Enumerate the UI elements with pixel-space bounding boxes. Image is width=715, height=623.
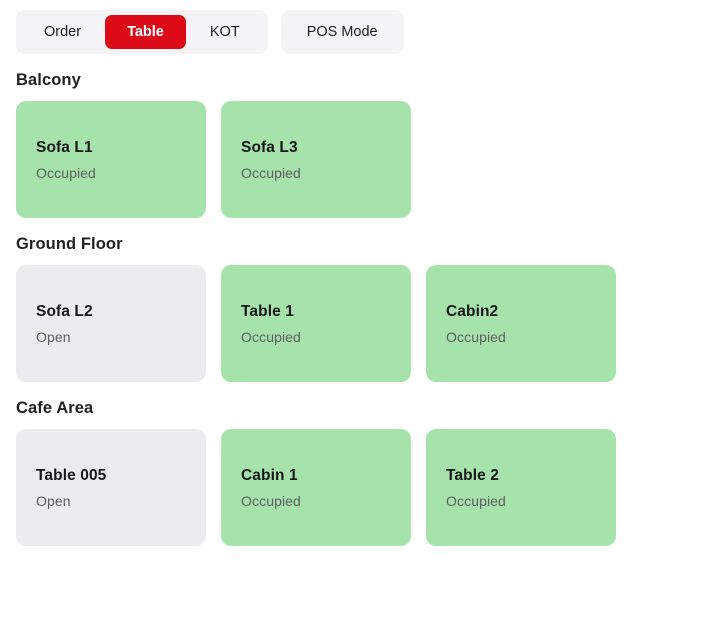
table-card-status: Occupied xyxy=(446,328,506,345)
section-title: Ground Floor xyxy=(16,235,123,253)
table-card-status: Open xyxy=(36,328,71,345)
table-card-status: Occupied xyxy=(446,492,506,509)
section-title: Cafe Area xyxy=(16,399,94,417)
tab-table[interactable]: Table xyxy=(105,15,186,49)
card-row: Table 005 Open Cabin 1 Occupied Table 2 … xyxy=(16,429,715,546)
table-card[interactable]: Table 2 Occupied xyxy=(426,429,616,546)
section-cafe-area: Cafe Area Table 005 Open Cabin 1 Occupie… xyxy=(16,399,715,546)
table-card-name: Table 005 xyxy=(36,466,107,484)
table-card-status: Open xyxy=(36,492,71,509)
table-card-status: Occupied xyxy=(241,164,301,181)
card-row: Sofa L1 Occupied Sofa L3 Occupied xyxy=(16,101,715,218)
table-card-name: Sofa L1 xyxy=(36,138,93,156)
card-row: Sofa L2 Open Table 1 Occupied Cabin2 Occ… xyxy=(16,265,715,382)
table-card[interactable]: Cabin2 Occupied xyxy=(426,265,616,382)
table-sections: Balcony Sofa L1 Occupied Sofa L3 Occupie… xyxy=(0,71,715,546)
table-card[interactable]: Sofa L3 Occupied xyxy=(221,101,411,218)
table-card[interactable]: Table 1 Occupied xyxy=(221,265,411,382)
section-balcony: Balcony Sofa L1 Occupied Sofa L3 Occupie… xyxy=(16,71,715,218)
table-card[interactable]: Cabin 1 Occupied xyxy=(221,429,411,546)
top-tab-bar: Order Table KOT POS Mode xyxy=(0,0,715,54)
pos-mode-button[interactable]: POS Mode xyxy=(280,10,404,54)
table-card-status: Occupied xyxy=(241,492,301,509)
table-card-name: Table 2 xyxy=(446,466,499,484)
table-card-name: Cabin 1 xyxy=(241,466,298,484)
table-card[interactable]: Sofa L2 Open xyxy=(16,265,206,382)
tab-kot[interactable]: KOT xyxy=(188,15,262,49)
table-card-name: Sofa L3 xyxy=(241,138,298,156)
section-title: Balcony xyxy=(16,71,81,89)
table-card-status: Occupied xyxy=(241,328,301,345)
table-card-name: Cabin2 xyxy=(446,302,499,320)
tab-order[interactable]: Order xyxy=(22,15,103,49)
table-card-status: Occupied xyxy=(36,164,96,181)
table-card[interactable]: Sofa L1 Occupied xyxy=(16,101,206,218)
section-ground-floor: Ground Floor Sofa L2 Open Table 1 Occupi… xyxy=(16,235,715,382)
table-card-name: Sofa L2 xyxy=(36,302,93,320)
table-card[interactable]: Table 005 Open xyxy=(16,429,206,546)
table-card-name: Table 1 xyxy=(241,302,294,320)
tab-group: Order Table KOT xyxy=(16,10,268,54)
